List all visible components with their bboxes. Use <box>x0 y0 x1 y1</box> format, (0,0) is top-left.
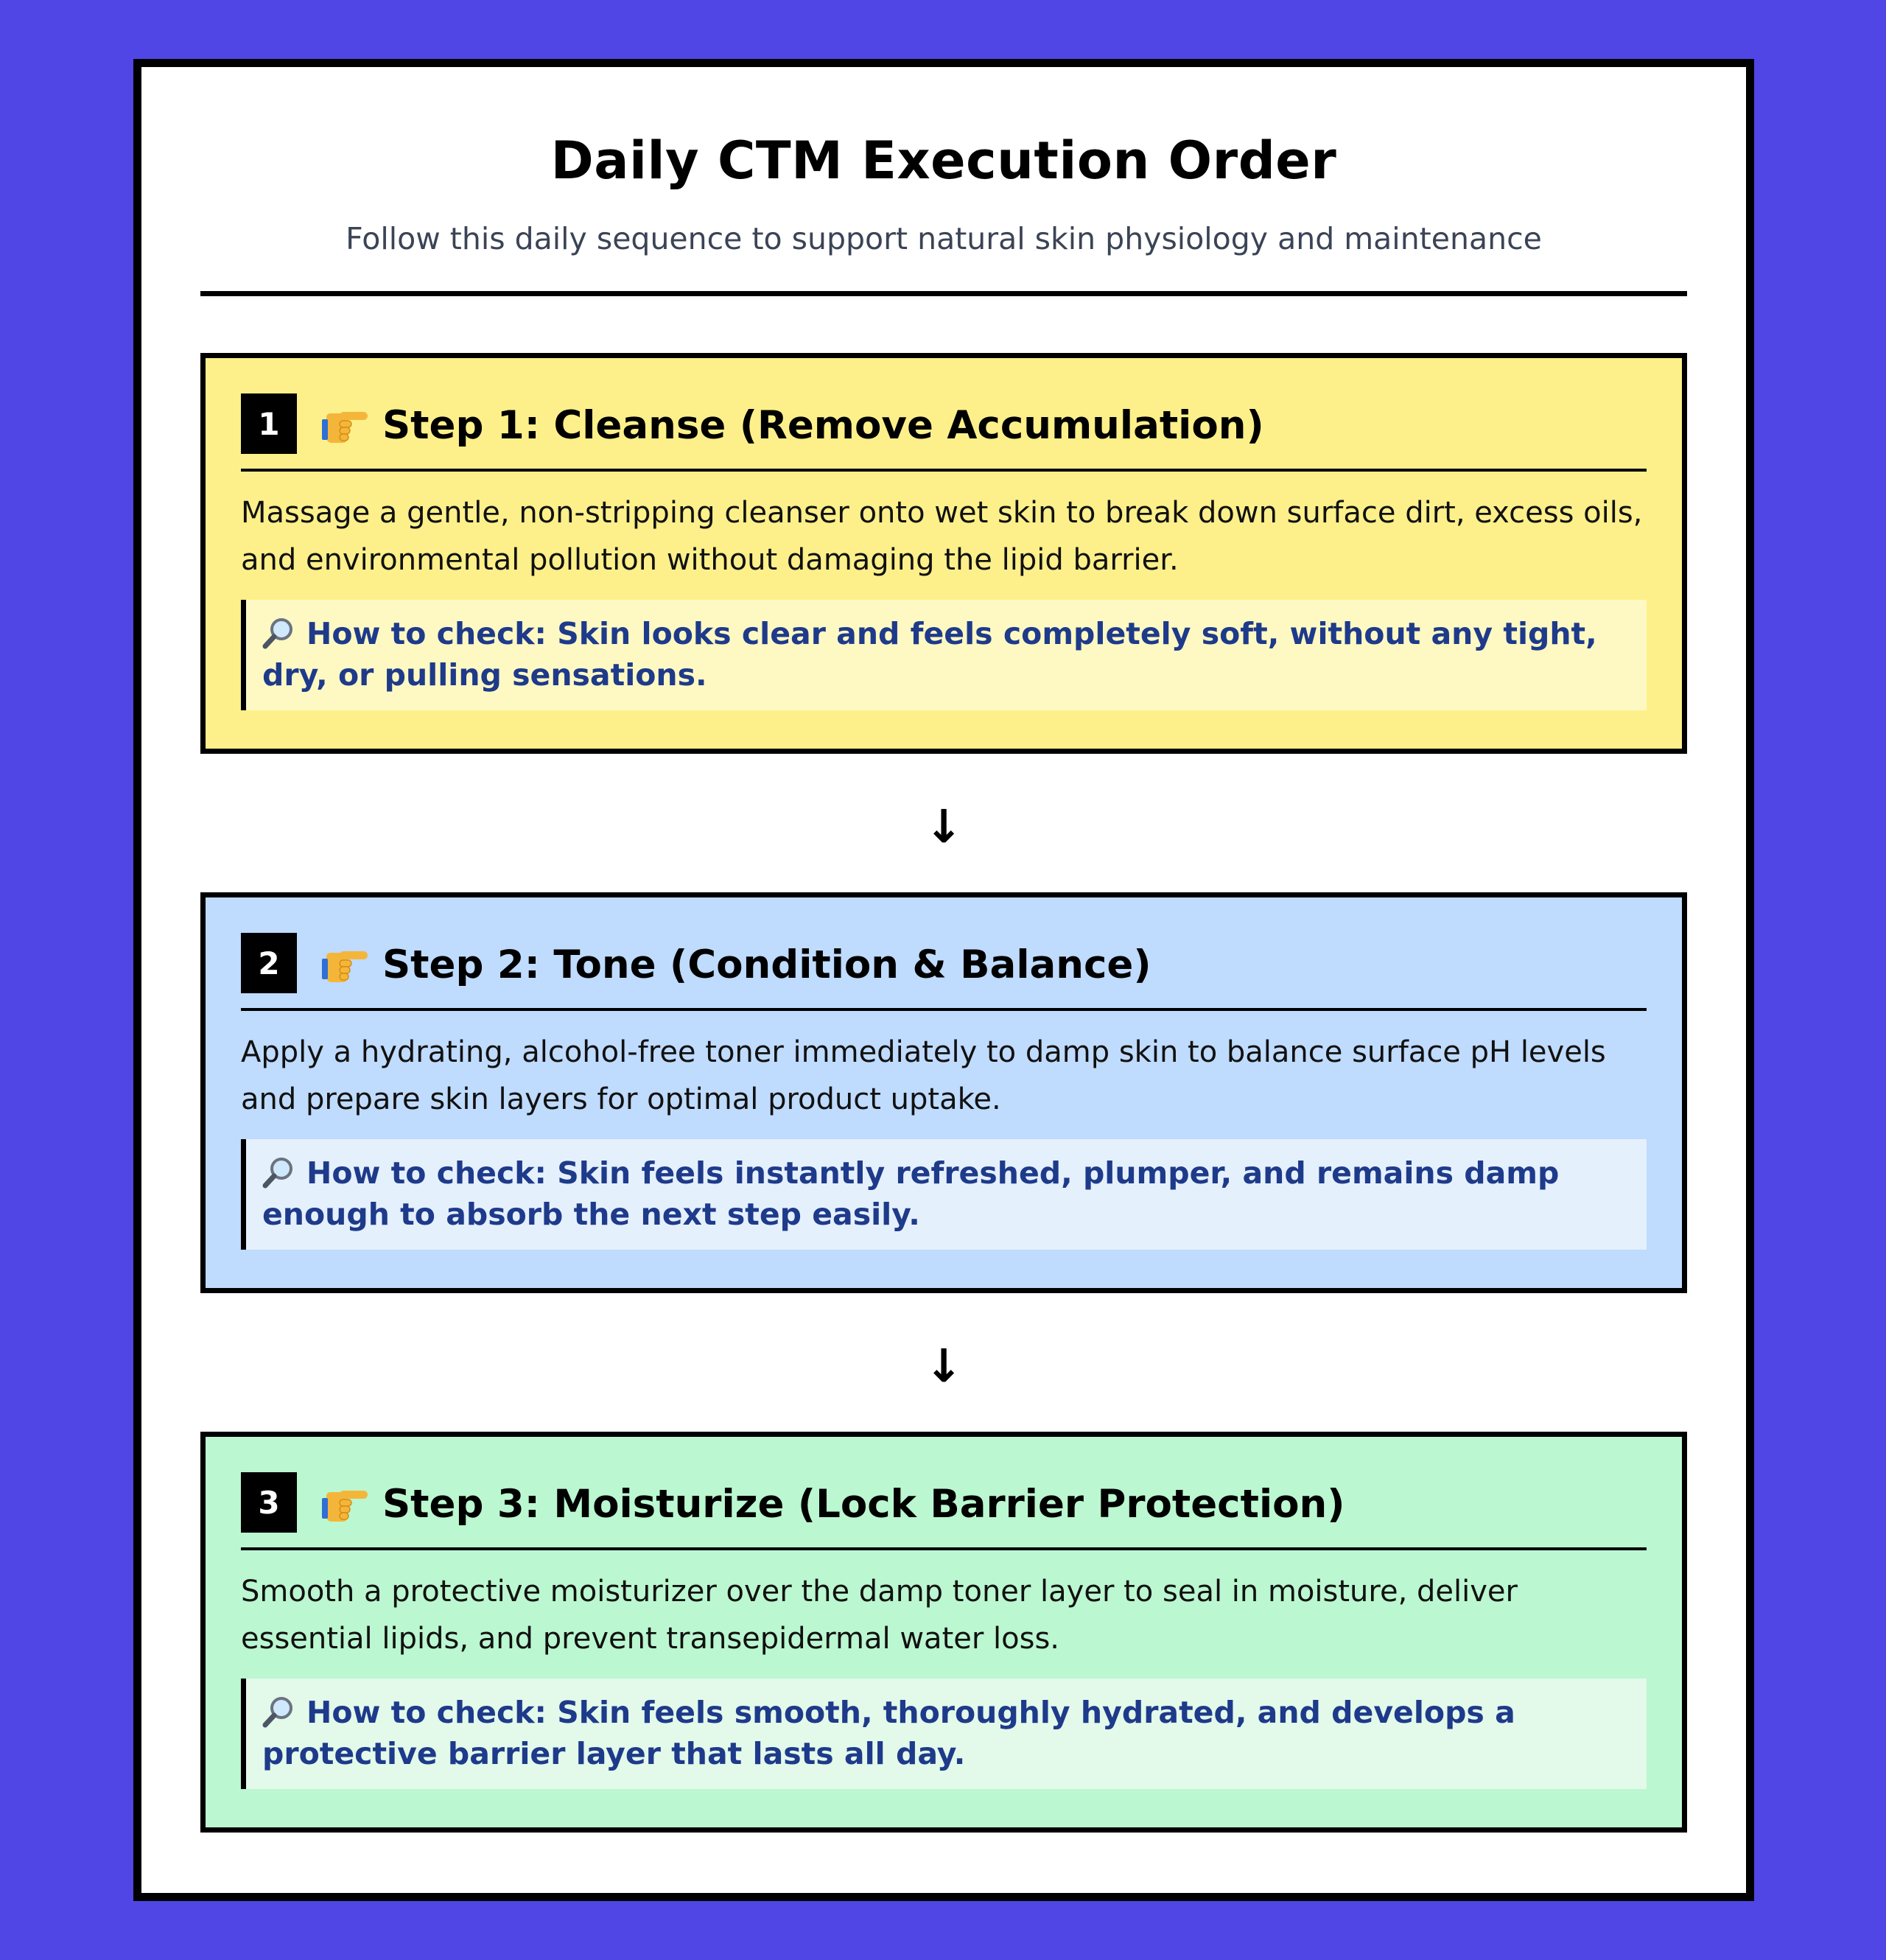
how-to-check-box: How to check: Skin feels instantly refre… <box>241 1139 1647 1250</box>
sequence-card: Daily CTM Execution Order Follow this da… <box>133 59 1754 1901</box>
step-description: Smooth a protective moisturizer over the… <box>241 1575 1518 1656</box>
how-to-check-label: How to check: Skin looks clear and feels… <box>262 616 1597 693</box>
pointing-hand-icon <box>322 951 368 982</box>
how-to-check-text: How to check: Skin feels instantly refre… <box>262 1152 1629 1235</box>
pointing-hand-icon <box>322 1491 368 1522</box>
step-description: Massage a gentle, non-stripping cleanser… <box>241 496 1643 577</box>
step-title: Step 2: Tone (Condition & Balance) <box>382 942 1151 987</box>
magnifier-icon <box>262 1697 292 1728</box>
step-divider <box>241 1547 1647 1550</box>
step-title: Step 3: Moisturize (Lock Barrier Protect… <box>382 1481 1345 1527</box>
header-divider <box>200 291 1687 296</box>
how-to-check-text: How to check: Skin looks clear and feels… <box>262 613 1629 696</box>
pointing-hand-icon <box>322 412 368 443</box>
how-to-check-box: How to check: Skin feels smooth, thoroug… <box>241 1679 1647 1789</box>
step-number-badge: 1 <box>241 393 297 454</box>
magnifier-icon <box>262 1158 292 1189</box>
step-divider <box>241 1008 1647 1011</box>
step-card-cleanse: 1 Step 1: Cleanse (Remove Accumulation) … <box>200 353 1687 754</box>
page-title: Daily CTM Execution Order <box>550 130 1337 191</box>
how-to-check-label: How to check: Skin feels smooth, thoroug… <box>262 1695 1515 1771</box>
how-to-check-text: How to check: Skin feels smooth, thoroug… <box>262 1692 1629 1774</box>
magnifier-icon <box>262 618 292 649</box>
step-title: Step 1: Cleanse (Remove Accumulation) <box>382 402 1264 448</box>
step-title-row: Step 1: Cleanse (Remove Accumulation) <box>322 397 1264 453</box>
step-number-badge: 3 <box>241 1472 297 1533</box>
step-description: Apply a hydrating, alcohol-free toner im… <box>241 1035 1606 1116</box>
step-title-row: Step 3: Moisturize (Lock Barrier Protect… <box>322 1476 1345 1532</box>
down-arrow-icon: ↓ <box>925 1339 963 1393</box>
how-to-check-box: How to check: Skin looks clear and feels… <box>241 600 1647 710</box>
page-subtitle: Follow this daily sequence to support na… <box>346 221 1542 256</box>
how-to-check-label: How to check: Skin feels instantly refre… <box>262 1155 1560 1232</box>
down-arrow-icon: ↓ <box>925 799 963 853</box>
step-number-badge: 2 <box>241 933 297 993</box>
step-card-moisturize: 3 Step 3: Moisturize (Lock Barrier Prote… <box>200 1432 1687 1833</box>
step-card-tone: 2 Step 2: Tone (Condition & Balance) App… <box>200 892 1687 1293</box>
step-title-row: Step 2: Tone (Condition & Balance) <box>322 937 1151 993</box>
step-divider <box>241 469 1647 472</box>
